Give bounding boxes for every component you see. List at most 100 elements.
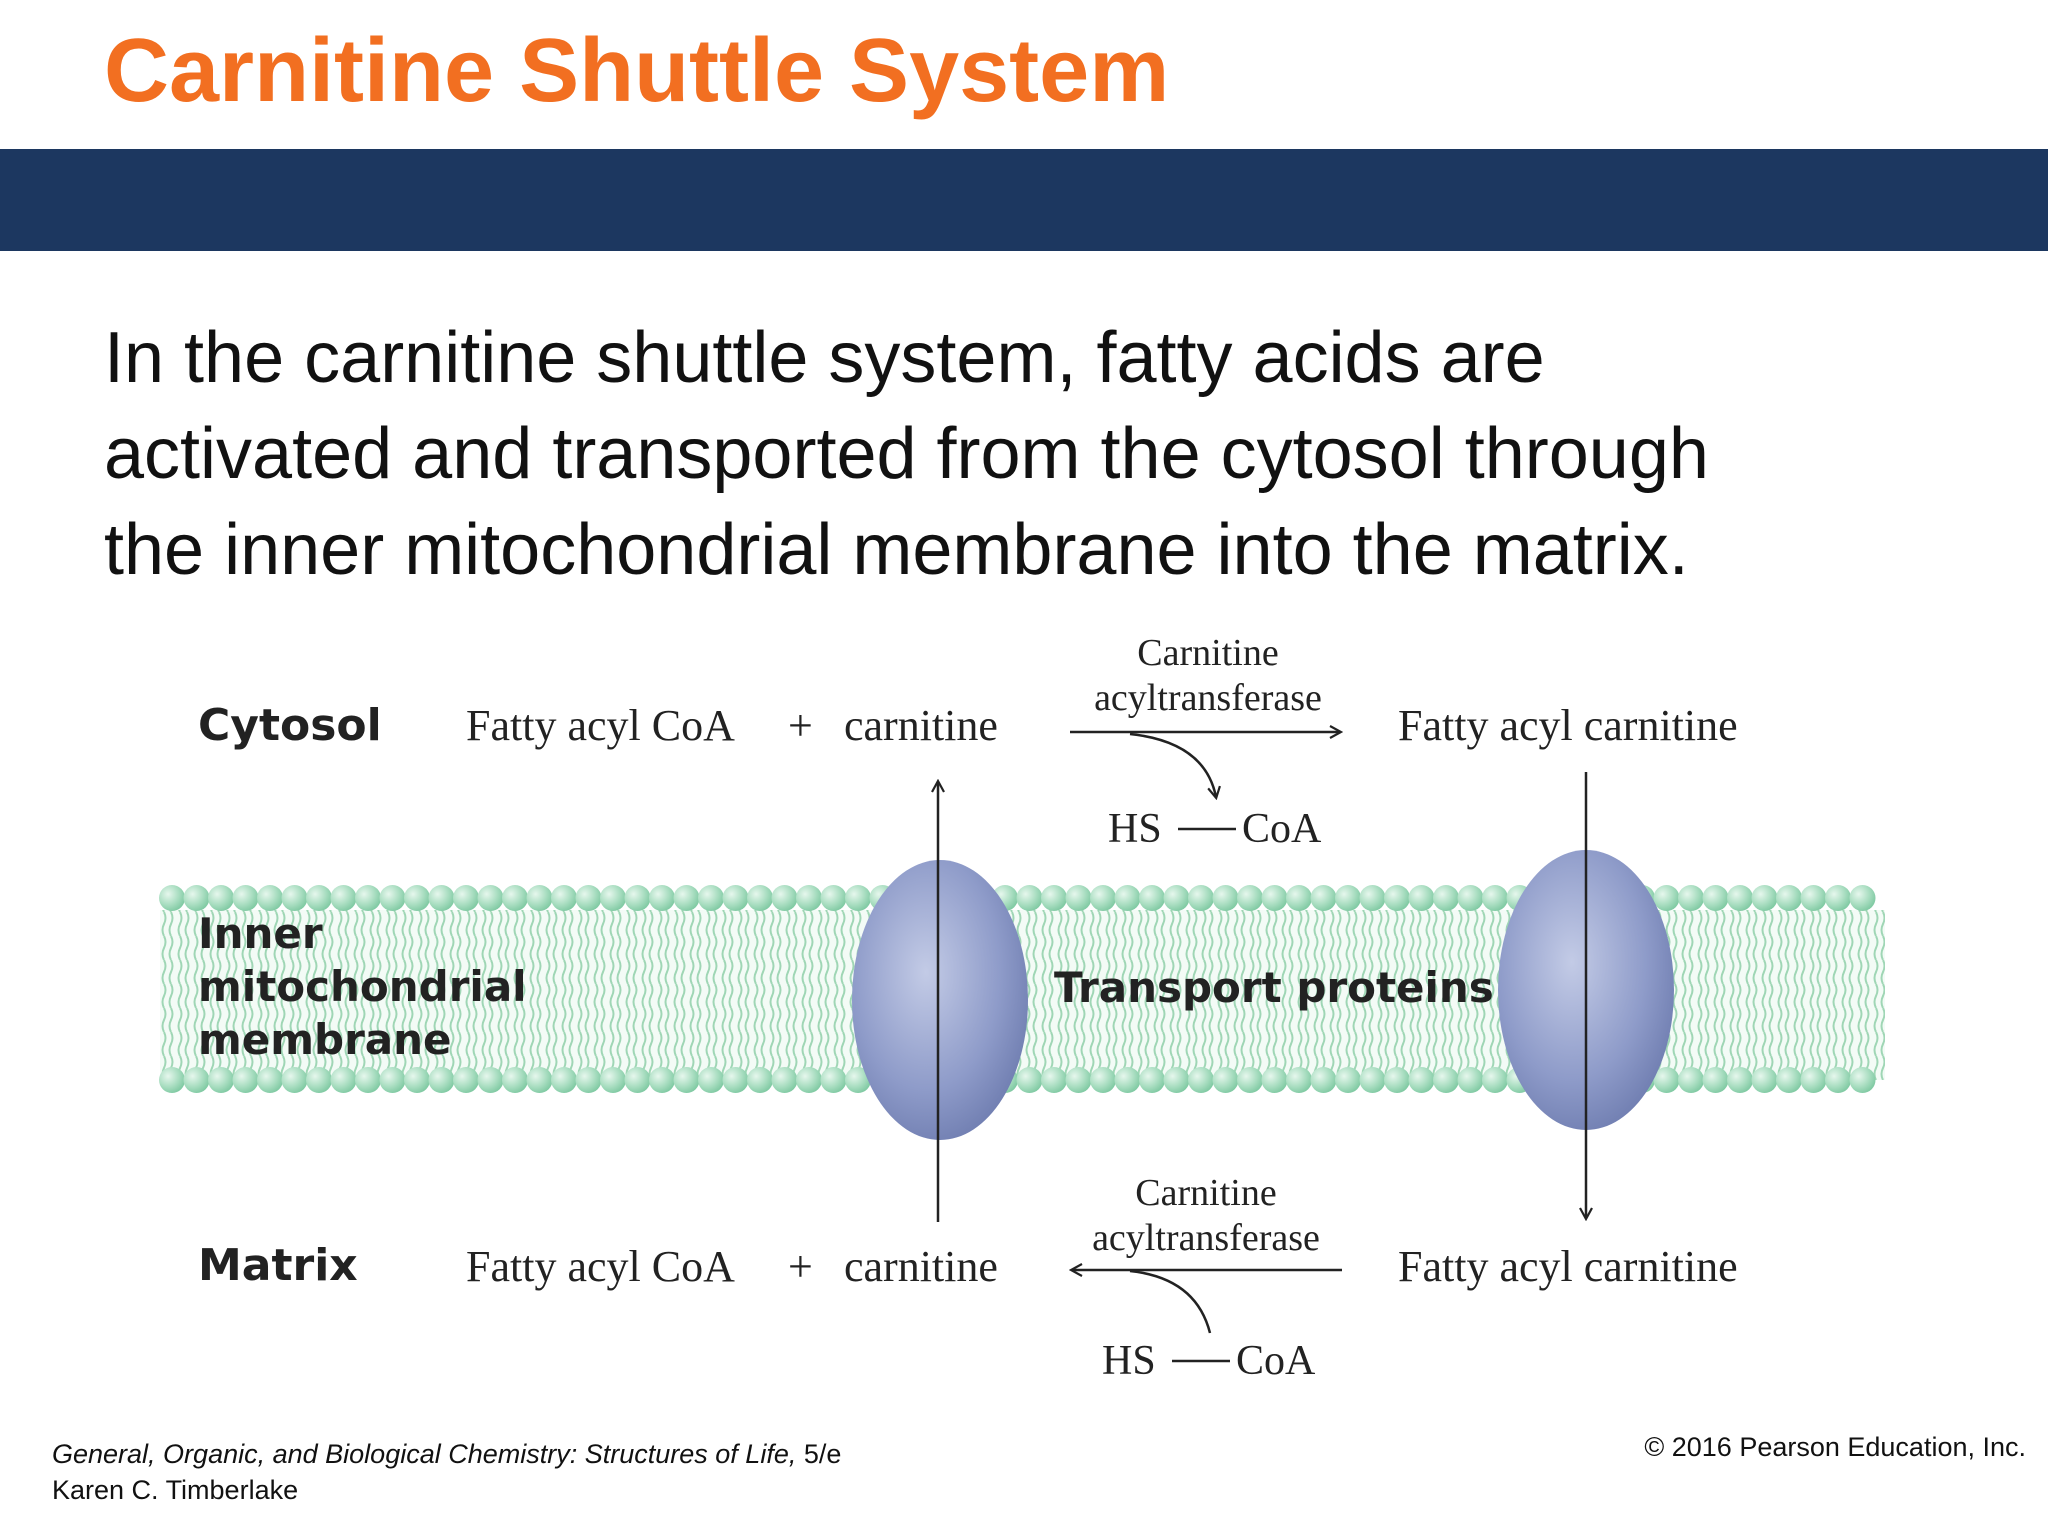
lipid-head (1237, 1067, 1263, 1093)
lipid-head (453, 885, 479, 911)
lipid-head (1261, 885, 1288, 911)
lipid-head (208, 1067, 234, 1093)
lipid-head (1065, 1067, 1092, 1093)
lipid-head (306, 885, 332, 911)
matrix-plus: + (788, 1242, 813, 1291)
body-text: In the carnitine shuttle system, fatty a… (104, 310, 1964, 598)
lipid-head (477, 885, 504, 911)
lipid-head (1653, 1067, 1680, 1093)
lipid-head (1016, 1067, 1043, 1093)
lipid-head (159, 885, 185, 911)
matrix-uptake-curve (1129, 1269, 1212, 1334)
cytosol-fatty-acyl-coa: Fatty acyl CoA (466, 701, 735, 750)
lipid-head (722, 885, 749, 911)
lipid-head (1678, 885, 1704, 911)
lipid-head (551, 1067, 577, 1093)
lipid-head (1727, 885, 1753, 911)
slide-title: Carnitine Shuttle System (104, 21, 1170, 121)
lipid-head (1310, 885, 1337, 911)
lipid-head (600, 1067, 626, 1093)
lipid-head (1335, 1067, 1361, 1093)
matrix-hs: HS (1102, 1338, 1156, 1384)
matrix-fatty-acyl-coa: Fatty acyl CoA (466, 1242, 735, 1291)
lipid-head (1139, 1067, 1165, 1093)
lipid-head (624, 1067, 651, 1093)
lipid-head (257, 1067, 283, 1093)
lipid-head (845, 1067, 871, 1093)
lipid-head (1457, 885, 1484, 911)
lipid-head (796, 1067, 822, 1093)
lipid-head (771, 885, 798, 911)
lipid-head (600, 885, 626, 911)
lipid-head (1825, 1067, 1851, 1093)
membrane-label-line: membrane (198, 1015, 452, 1064)
lipid-head (330, 1067, 357, 1093)
book-author: Karen C. Timberlake (52, 1475, 299, 1505)
lipid-head (722, 1067, 749, 1093)
membrane-label-line: mitochondrial (198, 962, 527, 1011)
lipid-head (1751, 885, 1778, 911)
lipid-head (502, 885, 528, 911)
book-title: General, Organic, and Biological Chemist… (52, 1439, 797, 1469)
lipid-head (673, 1067, 700, 1093)
lipid-head (1384, 1067, 1410, 1093)
lipid-head (1212, 1067, 1239, 1093)
lipid-head (330, 885, 357, 911)
lipid-head (1408, 1067, 1435, 1093)
lipid-head (1727, 1067, 1753, 1093)
lipid-head (698, 885, 724, 911)
lipid-head (771, 1067, 798, 1093)
lipid-head (1212, 885, 1239, 911)
lipid-head (1433, 1067, 1459, 1093)
cytosol-release-curve (1129, 732, 1216, 797)
lipid-head (1776, 885, 1802, 911)
lipid-head (1776, 1067, 1802, 1093)
lipid-head (1702, 885, 1729, 911)
lipid-head (1163, 885, 1190, 911)
lipid-head (183, 885, 210, 911)
lipid-head (649, 885, 675, 911)
lipid-head (1286, 1067, 1312, 1093)
transport-proteins-label: Transport proteins (1054, 963, 1494, 1012)
lipid-head (1065, 885, 1092, 911)
lipid-head (575, 1067, 602, 1093)
lipid-head (1237, 885, 1263, 911)
cytosol-plus: + (788, 701, 813, 750)
lipid-head (1482, 1067, 1508, 1093)
lipid-head (1286, 885, 1312, 911)
lipid-head (1800, 1067, 1827, 1093)
lipid-head (1335, 885, 1361, 911)
body-line: In the carnitine shuttle system, fatty a… (104, 318, 1545, 398)
lipid-head (1678, 1067, 1704, 1093)
body-line: the inner mitochondrial membrane into th… (104, 510, 1689, 590)
lipid-head (281, 1067, 308, 1093)
lipid-head (1163, 1067, 1190, 1093)
cytosol-fatty-acyl-carnitine: Fatty acyl carnitine (1398, 701, 1738, 750)
lipid-head (1433, 885, 1459, 911)
lipid-head (1090, 885, 1116, 911)
lipid-head (1825, 885, 1851, 911)
matrix-label: Matrix (198, 1240, 358, 1291)
lipid-head (159, 1067, 185, 1093)
lipid-head (404, 1067, 430, 1093)
cytosol-label: Cytosol (198, 700, 382, 751)
lipid-head (1041, 885, 1067, 911)
lipid-head (183, 1067, 210, 1093)
lipid-head (355, 885, 381, 911)
lipid-head (1800, 885, 1827, 911)
lipid-head (575, 885, 602, 911)
lipid-head (355, 1067, 381, 1093)
lipid-head (526, 1067, 553, 1093)
lipid-head (257, 885, 283, 911)
lipid-head (1139, 885, 1165, 911)
lipid-head (1188, 885, 1214, 911)
matrix-fatty-acyl-carnitine: Fatty acyl carnitine (1398, 1242, 1738, 1291)
lipid-head (281, 885, 308, 911)
lipid-head (796, 885, 822, 911)
lipid-head (1457, 1067, 1484, 1093)
lipid-head (232, 1067, 259, 1093)
lipid-head (428, 885, 455, 911)
lipid-head (820, 885, 847, 911)
lipid-head (649, 1067, 675, 1093)
lipid-head (1114, 885, 1141, 911)
